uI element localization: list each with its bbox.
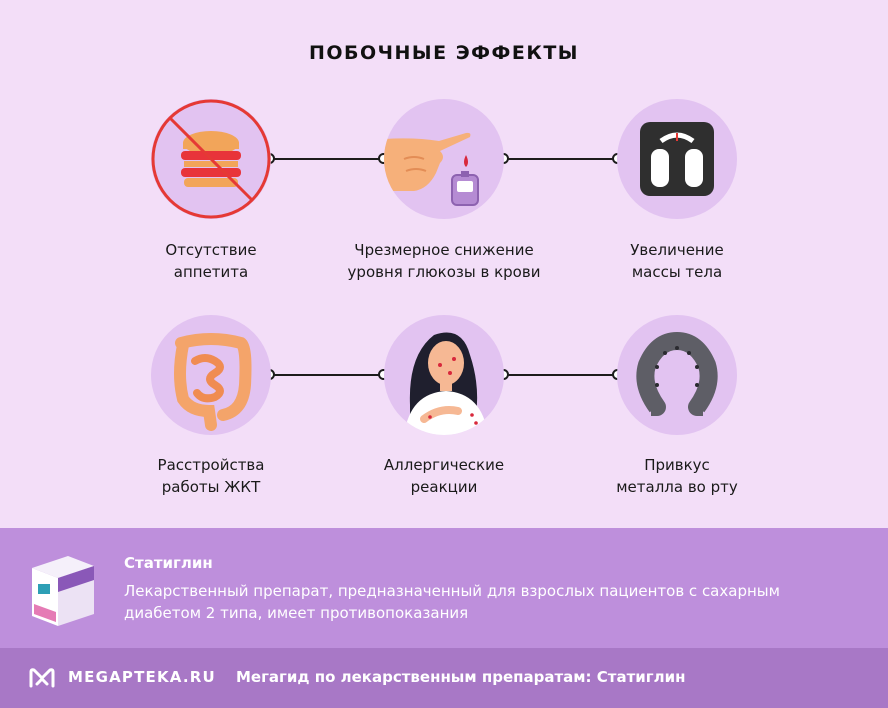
effect-label-line1: Увеличение	[630, 241, 724, 259]
effect-label-line1: Расстройства	[157, 456, 265, 474]
effect-label: Отсутствие аппетита	[96, 239, 326, 283]
horseshoe-metal-icon	[617, 315, 737, 435]
product-description: Лекарственный препарат, предназначенный …	[124, 580, 844, 624]
footer-guide-text: Мегагид по лекарственным препаратам: Ста…	[236, 668, 686, 686]
medicine-box-icon	[28, 550, 98, 628]
effect-label-line1: Аллергические	[383, 456, 505, 474]
product-description-line1: Лекарственный препарат, предназначенный …	[124, 582, 780, 600]
connector-line	[504, 374, 618, 376]
effect-label: Привкус металла во рту	[562, 454, 792, 498]
effect-label: Аллергические реакции	[329, 454, 559, 498]
effect-label-line2: работы ЖКТ	[161, 478, 261, 496]
connector-line	[504, 158, 618, 160]
effect-label-line1: Чрезмерное снижение	[354, 241, 534, 259]
allergy-woman-icon	[384, 315, 504, 435]
effect-label-line2: аппетита	[173, 263, 249, 281]
page-title: ПОБОЧНЫЕ ЭФФЕКТЫ	[308, 42, 579, 64]
site-logo[interactable]: MEGAPTEKA.RU	[68, 668, 216, 686]
product-description-line2: диабетом 2 типа, имеет противопоказания	[124, 604, 469, 622]
connector-line	[270, 374, 384, 376]
effect-label-line1: Привкус	[644, 456, 710, 474]
no-appetite-burger-icon	[151, 99, 271, 219]
connector-line	[270, 158, 384, 160]
intestine-icon	[151, 315, 271, 435]
glucose-meter-icon	[384, 99, 504, 219]
effect-label: Расстройства работы ЖКТ	[96, 454, 326, 498]
product-name: Статиглин	[124, 554, 213, 572]
effect-label-line2: реакции	[410, 478, 478, 496]
megapteka-logo-icon	[28, 666, 56, 690]
effect-label-line2: массы тела	[631, 263, 723, 281]
effect-label-line2: уровня глюкозы в крови	[347, 263, 541, 281]
effect-label-line1: Отсутствие	[165, 241, 257, 259]
effect-label-line2: металла во рту	[616, 478, 738, 496]
footer-band: MEGAPTEKA.RU Мегагид по лекарственным пр…	[0, 648, 888, 708]
effect-label: Чрезмерное снижение уровня глюкозы в кро…	[329, 239, 559, 283]
product-info-band: Статиглин Лекарственный препарат, предна…	[0, 528, 888, 648]
effect-label: Увеличение массы тела	[562, 239, 792, 283]
bathroom-scale-icon	[617, 99, 737, 219]
